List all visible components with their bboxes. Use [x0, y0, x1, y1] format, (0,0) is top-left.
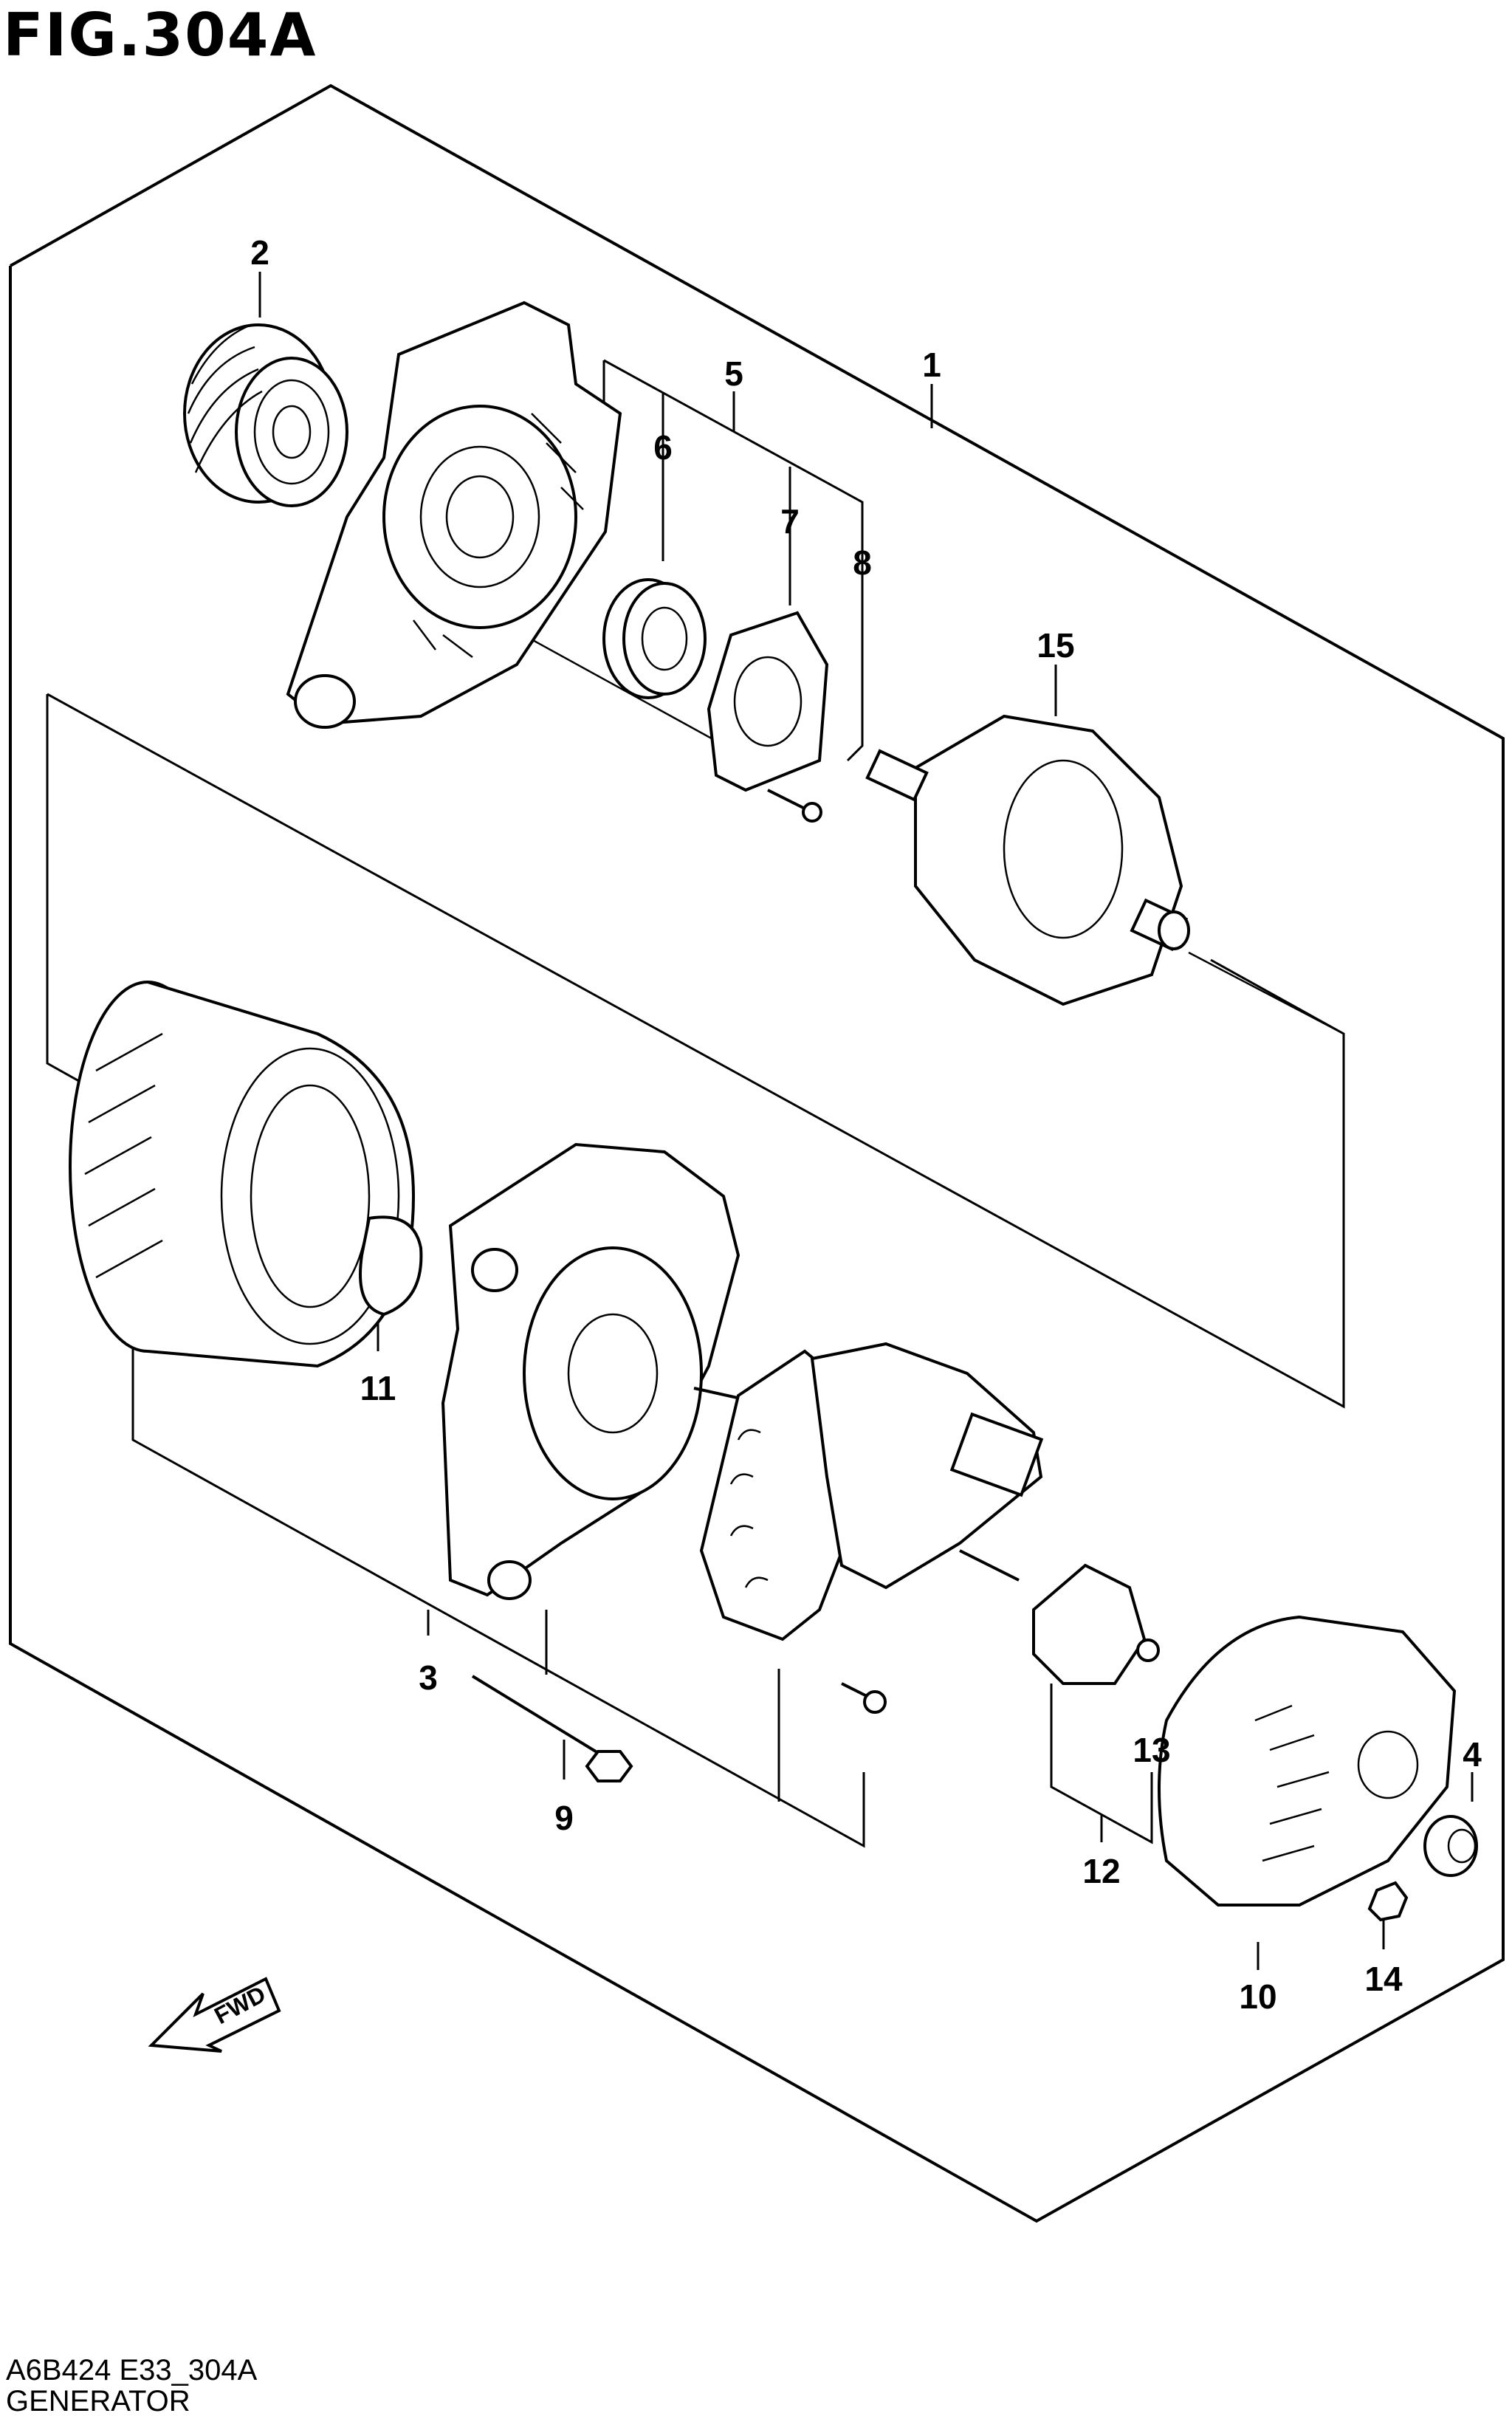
screw-icon — [841, 1682, 887, 1714]
callout-2: 2 — [250, 233, 269, 272]
callout-5: 5 — [724, 354, 743, 393]
callout-8: 8 — [853, 543, 872, 582]
rotor-icon — [865, 714, 1190, 1006]
leader-bracket-5 — [602, 359, 864, 762]
terminal-cap-icon — [1423, 1815, 1478, 1877]
screw-icon — [767, 789, 822, 823]
stator-icon — [69, 981, 416, 1368]
screw-icon — [1136, 1638, 1160, 1662]
callout-4: 4 — [1463, 1735, 1482, 1774]
diagram-code: A6B424 E33_304A — [6, 2354, 258, 2386]
brush-cover-icon — [1032, 1563, 1147, 1685]
alignment-line — [1188, 951, 1344, 1035]
callout-13: 13 — [1133, 1731, 1170, 1769]
drive-end-housing-icon — [286, 301, 622, 729]
through-bolt-icon — [471, 1675, 633, 1782]
leader-bracket-12 — [1050, 1684, 1153, 1844]
callout-7: 7 — [780, 502, 800, 540]
fwd-arrow-icon: FWD — [148, 1977, 281, 2053]
rear-cover-icon — [1158, 1615, 1457, 1907]
callout-14: 14 — [1364, 1960, 1403, 1998]
nut-icon — [1367, 1881, 1409, 1922]
leader-bracket-3 — [131, 1329, 865, 1848]
callout-10: 10 — [1239, 1977, 1276, 2016]
rear-housing-icon — [441, 1142, 761, 1600]
assembly-frame-outer — [9, 83, 1505, 2223]
callout-9: 9 — [554, 1799, 574, 1837]
gasket-icon — [359, 1215, 423, 1317]
diagram-name: GENERATOR — [6, 2385, 190, 2416]
callout-11: 11 — [360, 1369, 396, 1407]
callout-3: 3 — [419, 1658, 438, 1697]
figure-title: FIG.304A — [3, 1, 317, 69]
retainer-plate-icon — [707, 611, 829, 792]
regulator-icon — [810, 1342, 1044, 1590]
callout-6: 6 — [653, 428, 673, 467]
callout-15: 15 — [1037, 626, 1074, 665]
bearing-icon — [602, 578, 707, 699]
pulley-icon — [183, 323, 348, 507]
callout-1: 1 — [922, 346, 941, 384]
callout-12: 12 — [1082, 1852, 1120, 1890]
